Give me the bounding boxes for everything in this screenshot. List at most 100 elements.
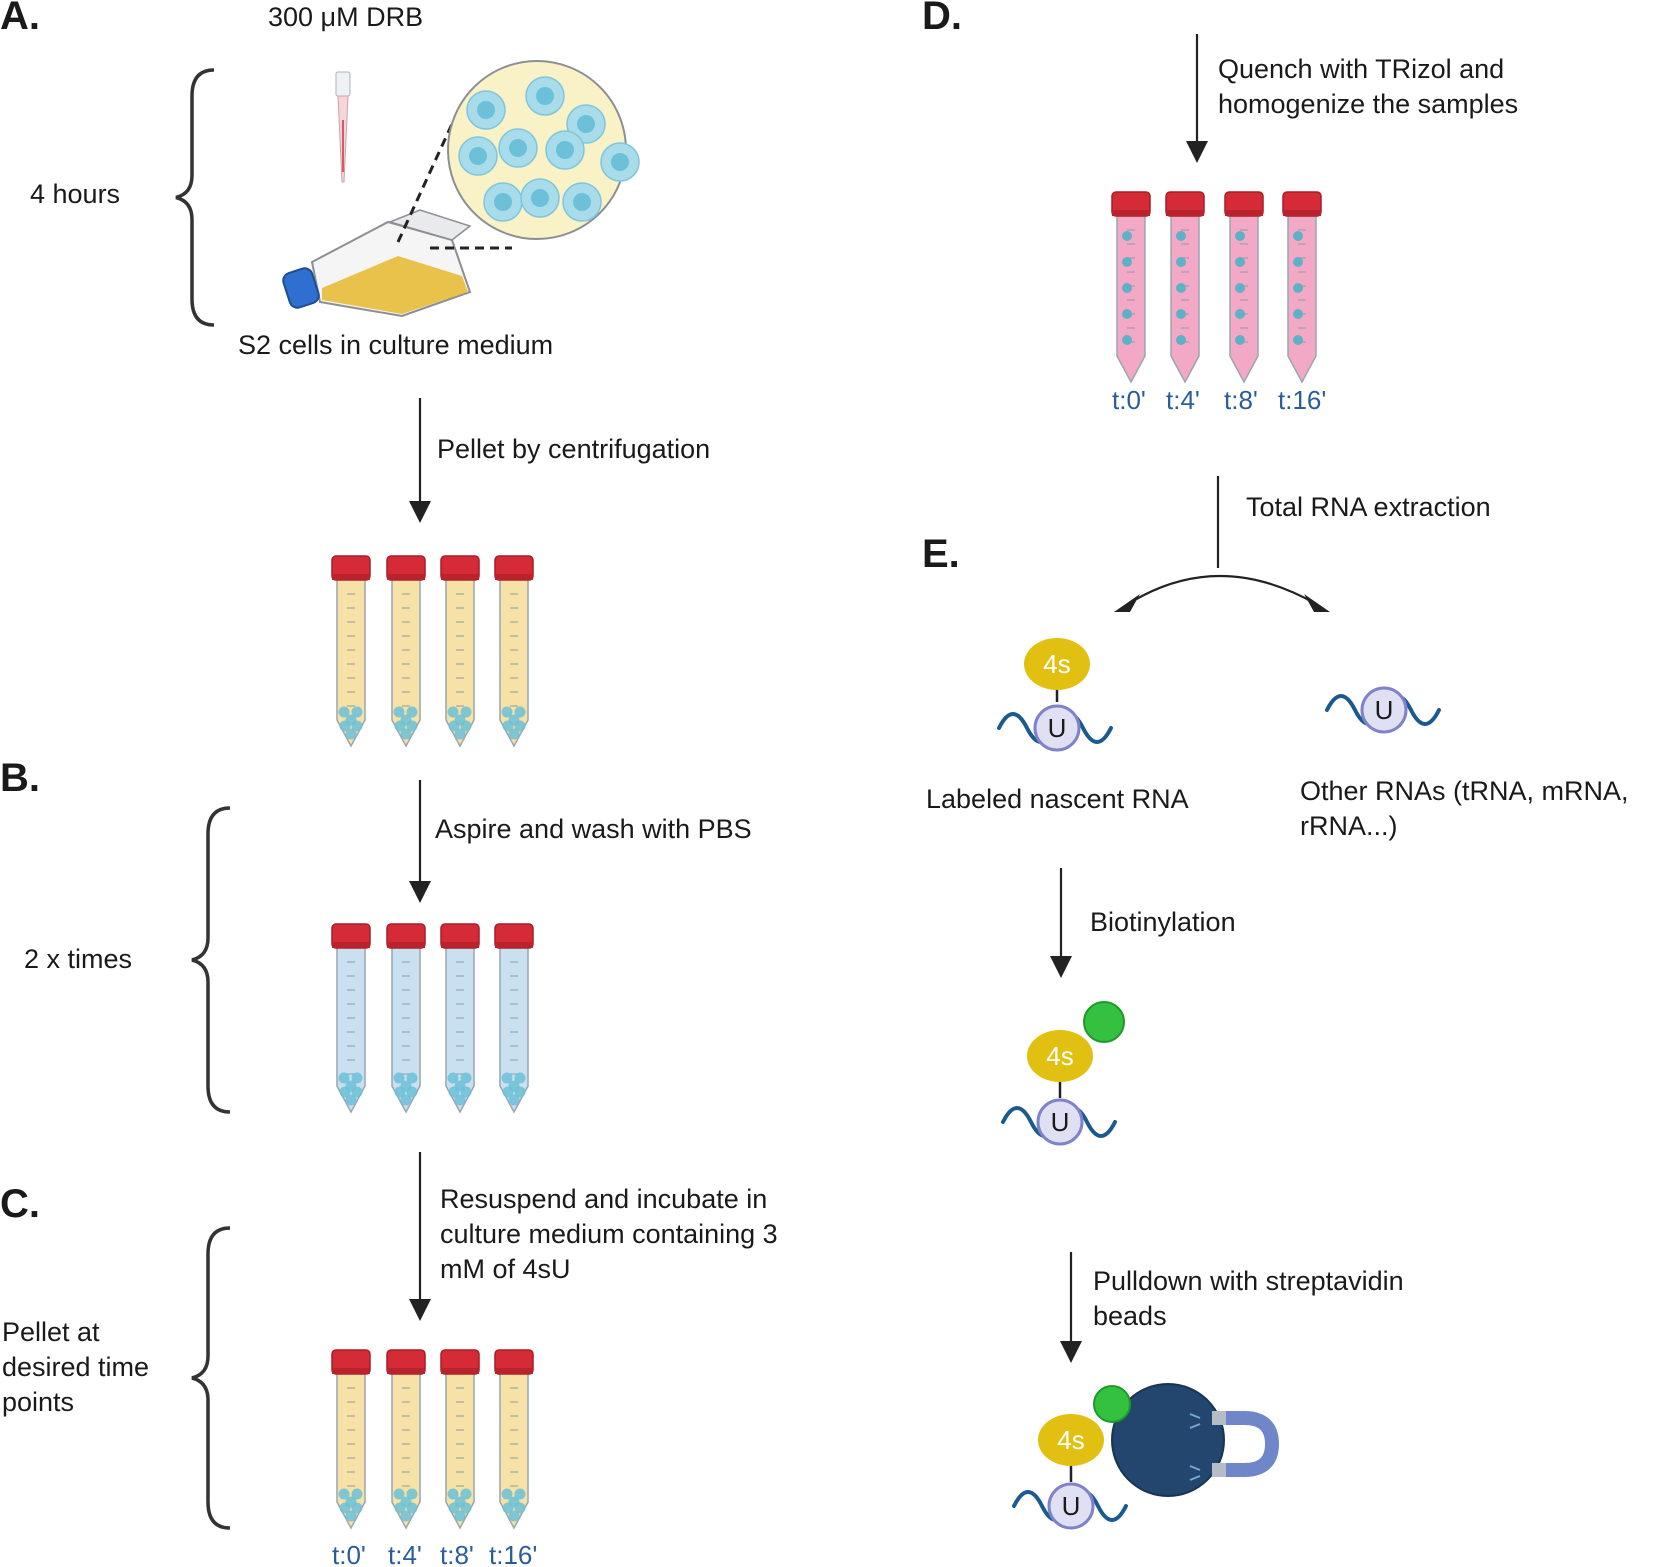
tube-cap-rim xyxy=(1225,210,1263,216)
tube-pellet-cell xyxy=(338,1488,350,1500)
cell-nucleus xyxy=(536,87,554,105)
reagent-drb-label: 300 μM DRB xyxy=(268,2,424,32)
tube-pellet-cell xyxy=(501,1488,513,1500)
cell-nucleus xyxy=(509,139,527,157)
tube-pellet-cell xyxy=(338,706,350,718)
tube-cell xyxy=(1176,283,1186,293)
tube-pellet-cell xyxy=(447,706,459,718)
tube-cell xyxy=(1235,283,1245,293)
tube-pellet-cell xyxy=(345,1094,357,1106)
pipette-top xyxy=(335,71,351,97)
uridine-circle xyxy=(1033,704,1081,752)
panel-label-c: C. xyxy=(0,1182,40,1226)
timepoint-d-8: t:8' xyxy=(1224,385,1258,415)
timepoint-d-0: t:0' xyxy=(1112,385,1146,415)
tube-cap-rim xyxy=(1283,210,1321,216)
tube-pellet-cell xyxy=(514,706,526,718)
uridine-circle xyxy=(1047,1482,1095,1530)
tube-cap-rim xyxy=(441,942,479,948)
tube-pellet-cell xyxy=(514,1502,526,1514)
tube-body xyxy=(1229,213,1259,384)
timepoint-c-8: t:8' xyxy=(440,1540,474,1567)
tube-pellet-cell xyxy=(339,720,351,732)
tube-pellet-cell xyxy=(508,1094,520,1106)
tube-cell xyxy=(1235,309,1245,319)
tube-pellet-cell xyxy=(351,1488,363,1500)
tube-cell xyxy=(1122,283,1132,293)
centrifuge-tube xyxy=(386,923,426,1114)
flask-cap xyxy=(282,267,320,309)
tube-cap-rim xyxy=(495,1368,533,1374)
tube-cell xyxy=(1122,231,1132,241)
split-arrowhead-left xyxy=(1114,594,1140,612)
tube-pellet-cell xyxy=(501,1072,513,1084)
panel-label-a: A. xyxy=(0,0,40,38)
step-wash-label: Aspire and wash with PBS xyxy=(435,814,752,844)
tube-pellet-cell xyxy=(454,728,466,740)
step-resuspend-label: Resuspend and incubate in culture medium… xyxy=(440,1184,778,1285)
timepoint-c-0: t:0' xyxy=(332,1540,366,1567)
tube-pellet-cell xyxy=(400,728,412,740)
tube-pellet-cell xyxy=(508,728,520,740)
split-arrow-curve xyxy=(1127,575,1317,605)
cell-nucleus xyxy=(477,101,495,119)
tube-pellet-cell xyxy=(460,1086,472,1098)
magnet-pole xyxy=(1212,1463,1226,1477)
panel-label-d: D. xyxy=(922,0,962,38)
centrifuge-tube xyxy=(331,923,371,1114)
tube-pellet-cell xyxy=(406,1086,418,1098)
tube-cell xyxy=(1293,283,1303,293)
tube-pellet-cell xyxy=(345,728,357,740)
tube-body xyxy=(1287,213,1317,384)
timepoint-c-16: t:16' xyxy=(489,1540,538,1567)
centrifuge-tube xyxy=(386,1349,426,1530)
centrifuge-tube xyxy=(494,555,534,748)
tube-pellet-cell xyxy=(514,1488,526,1500)
curly-brace xyxy=(191,1226,231,1530)
tube-cell xyxy=(1122,257,1132,267)
tube-pellet-cell xyxy=(460,1072,472,1084)
tube-pellet-cell xyxy=(351,1086,363,1098)
tube-pellet-cell xyxy=(393,1072,405,1084)
tube-pellet-cell xyxy=(502,1502,514,1514)
tube-pellet-cell xyxy=(514,1072,526,1084)
tube-pellet-cell xyxy=(351,1072,363,1084)
centrifuge-tube xyxy=(440,555,480,748)
tube-pellet-cell xyxy=(508,1510,520,1522)
tube-pellet-cell xyxy=(351,720,363,732)
timepoint-d-4: t:4' xyxy=(1166,385,1200,415)
tube-pellet-cell xyxy=(502,720,514,732)
tube-cap-rim xyxy=(332,1368,370,1374)
duration-label: 4 hours xyxy=(30,179,121,209)
magnet xyxy=(1222,1411,1280,1477)
repeat-label: 2 x times xyxy=(24,944,133,974)
step-biotinylation-label: Biotinylation xyxy=(1090,907,1236,937)
tube-cell xyxy=(1122,335,1132,345)
step-pellet-label: Pellet by centrifugation xyxy=(437,434,711,464)
timepoint-c-4: t:4' xyxy=(388,1540,422,1567)
cell-nucleus xyxy=(573,193,591,211)
split-arrowhead-right xyxy=(1304,594,1330,612)
cell-nucleus xyxy=(494,193,512,211)
centrifuge-tube xyxy=(331,555,371,748)
tube-cell xyxy=(1122,309,1132,319)
step-extraction-label: Total RNA extraction xyxy=(1246,492,1491,522)
tube-cell xyxy=(1176,335,1186,345)
tube-pellet-cell xyxy=(394,1502,406,1514)
tube-cap-rim xyxy=(387,1368,425,1374)
biotin-dot xyxy=(1083,1001,1125,1043)
tube-cell xyxy=(1235,257,1245,267)
magnet-field-lines xyxy=(1189,1413,1201,1481)
tube-pellet-cell xyxy=(514,1086,526,1098)
step-pulldown-label: Pulldown with streptavidin beads xyxy=(1093,1266,1404,1332)
tube-pellet-cell xyxy=(460,1488,472,1500)
tube-pellet-cell xyxy=(460,720,472,732)
uridine-circle xyxy=(1360,686,1408,734)
uridine-label: U xyxy=(1051,1107,1070,1137)
centrifuge-tube xyxy=(331,1349,371,1530)
tube-cap-rim xyxy=(441,1368,479,1374)
tube-pellet-cell xyxy=(406,720,418,732)
step-quench-label: Quench with TRizol and homogenize the sa… xyxy=(1218,54,1519,120)
four-s-tag xyxy=(1038,1414,1104,1466)
